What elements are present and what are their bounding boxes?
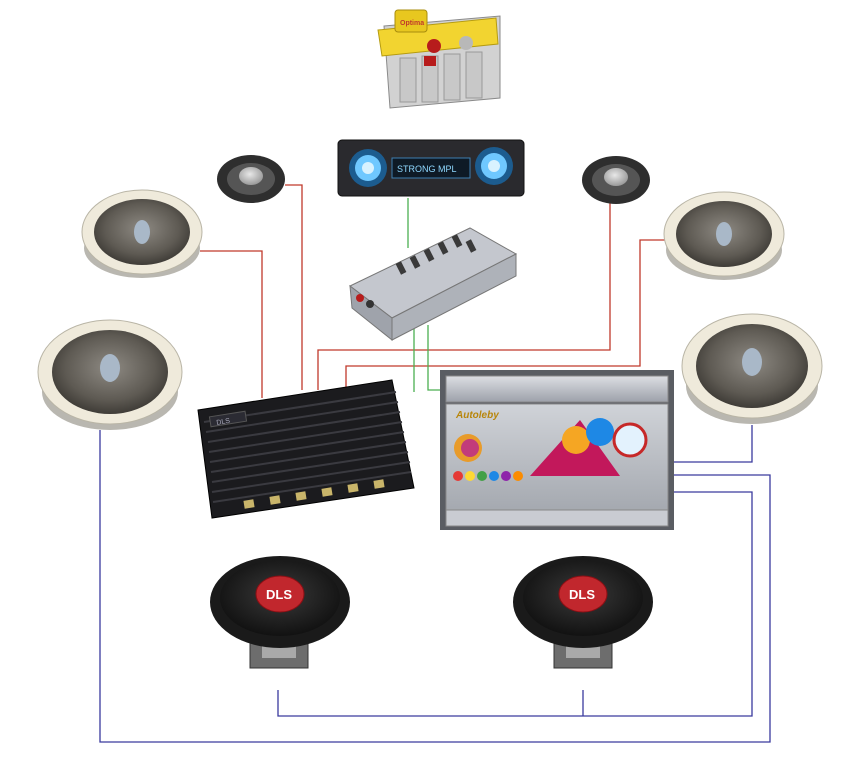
midrange-right bbox=[663, 191, 785, 280]
subwoofer-left: DLS bbox=[210, 556, 350, 669]
amp-black-brand: DLS bbox=[216, 418, 231, 427]
tweeter-right bbox=[582, 156, 650, 204]
amp-silver-brand: Autoleby bbox=[455, 410, 499, 421]
car-battery-icon: Optima bbox=[377, 9, 501, 109]
blue-wires bbox=[99, 425, 771, 743]
wire-woofer-right bbox=[672, 425, 753, 463]
wire-midrange-left bbox=[200, 250, 263, 398]
green-wires bbox=[407, 198, 444, 392]
battery-brand: Optima bbox=[400, 20, 424, 27]
wire-amp-silver bbox=[427, 325, 444, 391]
wire-woofer-left bbox=[99, 430, 771, 743]
tweeter-left bbox=[217, 155, 285, 203]
amplifier-silver: Autoleby bbox=[440, 370, 674, 530]
wire-tweeter-right bbox=[317, 188, 611, 390]
red-wires bbox=[200, 184, 674, 398]
amplifier-black: DLS bbox=[197, 379, 415, 519]
head-unit-display: STRONG MPL bbox=[397, 164, 457, 174]
sub-left-badge: DLS bbox=[266, 587, 292, 602]
woofer-right bbox=[681, 313, 823, 424]
wire-tweeter-left bbox=[285, 184, 303, 390]
woofer-left bbox=[37, 319, 183, 430]
midrange-left bbox=[81, 189, 203, 278]
amplifier-small bbox=[349, 227, 518, 342]
wire-midrange-right bbox=[345, 239, 674, 388]
car-stereo-icon: STRONG MPL bbox=[337, 139, 525, 197]
wire-subwoofers bbox=[277, 491, 753, 717]
sub-right-badge: DLS bbox=[569, 587, 595, 602]
subwoofer-right: DLS bbox=[513, 556, 653, 669]
